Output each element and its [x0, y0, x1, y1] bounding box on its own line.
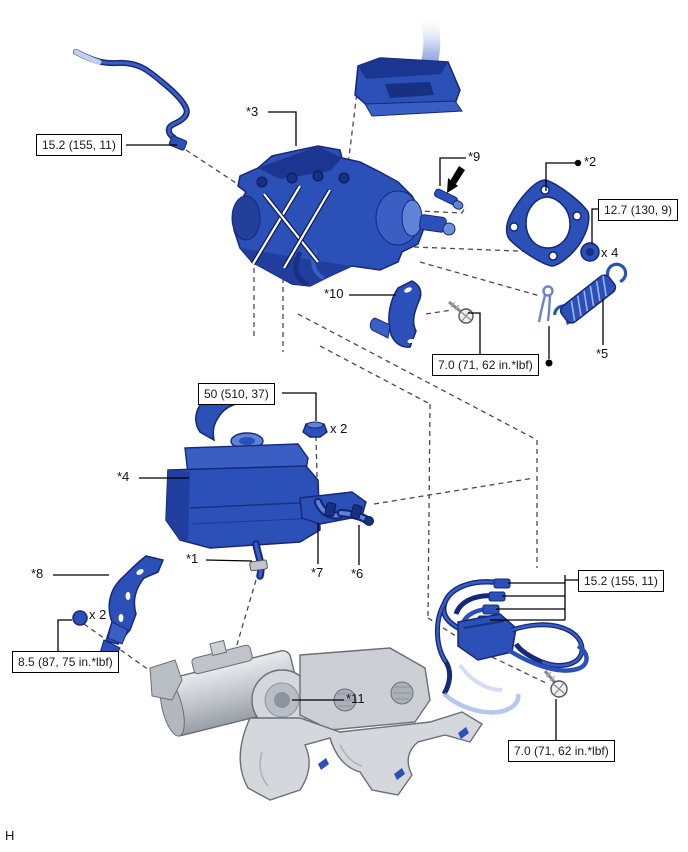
bullet-marker: [545, 359, 553, 367]
slide-pin-part: [433, 188, 464, 210]
flange-bolt-accent: [318, 758, 329, 770]
torque-spec-tube-bundle: 15.2 (155, 11): [578, 570, 664, 592]
callout-4: *4: [117, 469, 130, 484]
brake-tube-upper: [73, 49, 190, 151]
qty-reservoir-nuts: x 2: [330, 421, 348, 436]
cotter-pin-part: [537, 285, 554, 323]
bullet-marker: [574, 159, 582, 167]
torque-spec-tube-upper: 15.2 (155, 11): [36, 134, 122, 156]
hose-clamp-6: [350, 504, 363, 520]
callout-9: *9: [468, 149, 481, 164]
callout-10: *10: [324, 286, 344, 301]
tube-junction-block: [457, 613, 517, 661]
qty-gasket-nuts: x 4: [601, 245, 619, 260]
gasket-part: [505, 179, 590, 267]
leader-lines: [53, 111, 604, 740]
callout-11: *11: [346, 691, 365, 706]
tube-bracket-bolt: [543, 670, 568, 698]
dashed-assembly-lines: [83, 67, 547, 693]
torque-spec-bracket-bolt: 7.0 (71, 62 in.*lbf): [432, 354, 539, 376]
brake-actuator-part: [231, 145, 456, 287]
bracket-nut-x2: [72, 610, 88, 626]
tension-spring-part: [553, 262, 628, 325]
qty-bracket-nuts: x 2: [89, 607, 107, 622]
pointer-arrow-icon: [447, 166, 465, 193]
callout-5: *5: [596, 346, 609, 361]
actuator-bracket-part: [369, 280, 422, 348]
callout-8: *8: [31, 566, 44, 581]
callout-3: *3: [246, 104, 259, 119]
page-corner-mark: H: [5, 828, 15, 843]
torque-spec-tube-bolt: 7.0 (71, 62 in.*lbf): [508, 740, 615, 762]
torque-spec-reservoir-nut: 50 (510, 37): [198, 383, 275, 405]
tube-fitting: [493, 578, 511, 589]
torque-spec-bracket-nuts: 8.5 (87, 75 in.*lbf): [12, 651, 119, 673]
reservoir-nut-x2: [302, 421, 328, 438]
port-leader-lines: [251, 184, 332, 270]
reservoir-tank-part: [165, 385, 374, 580]
callout-1: *1: [186, 551, 199, 566]
mounting-bracket-part: [99, 555, 165, 661]
flange-bolt-accent: [394, 768, 405, 780]
callout-7: *7: [311, 565, 324, 580]
accumulator-part: [354, 5, 463, 117]
brake-tube-bundle: [435, 578, 589, 715]
mounting-nut-x4: [580, 242, 600, 262]
flange-bolt-accent: [458, 727, 469, 739]
callout-2: *2: [584, 154, 597, 169]
torque-spec-gasket-nuts: 12.7 (130, 9): [598, 199, 679, 221]
hose-clamp-7: [324, 502, 337, 518]
hose-clamp-1: [249, 559, 268, 572]
booster-pump-part: [149, 639, 483, 801]
callout-6: *6: [351, 566, 364, 581]
